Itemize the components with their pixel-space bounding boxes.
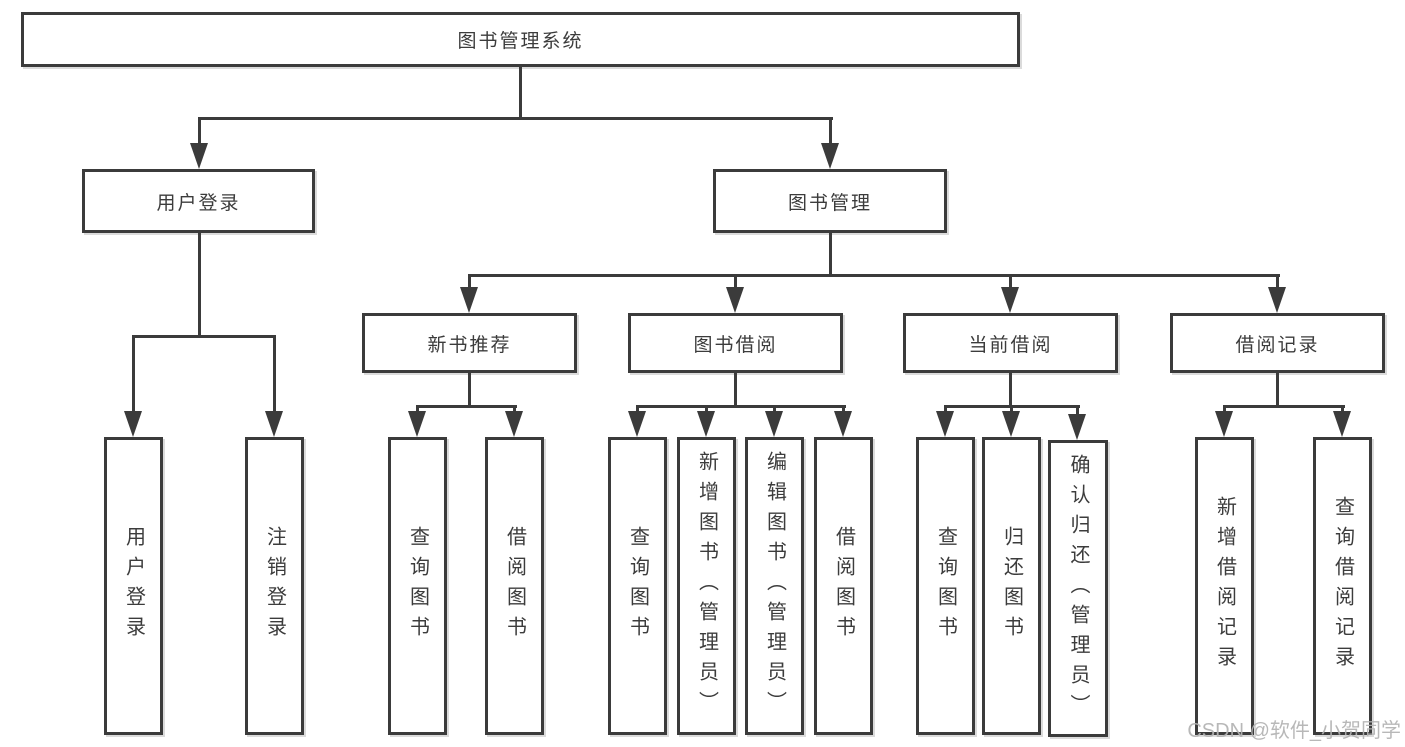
leaf-query-borrow-record-label: 查询借阅记录 bbox=[1331, 496, 1354, 676]
leaf-return-books-label: 归还图书 bbox=[1000, 526, 1023, 646]
connector-br-trunk bbox=[1276, 373, 1279, 405]
connector-bb-horizontal bbox=[636, 405, 846, 408]
leaf-borrow-books-1-label: 借阅图书 bbox=[503, 526, 526, 646]
arrow-down-leaf-user-login bbox=[124, 411, 142, 437]
connector-cb-trunk bbox=[1009, 373, 1012, 405]
arrow-down-cb-1 bbox=[936, 411, 954, 437]
leaf-edit-book-admin: 编辑图书（管理员） bbox=[745, 437, 804, 735]
leaf-logout-label: 注销登录 bbox=[263, 526, 286, 646]
arrow-down-borrowing-records bbox=[1268, 287, 1286, 313]
arrow-down-nbr-2 bbox=[505, 411, 523, 437]
node-library-management-system: 图书管理系统 bbox=[21, 12, 1020, 67]
connector-drop-leaf-user-login bbox=[132, 335, 135, 413]
leaf-add-book-admin: 新增图书（管理员） bbox=[677, 437, 736, 735]
leaf-add-borrow-record-label: 新增借阅记录 bbox=[1213, 496, 1236, 676]
connector-drop-bb-4 bbox=[842, 405, 845, 415]
node-current-borrowing-label: 当前借阅 bbox=[968, 334, 1053, 356]
node-book-borrowing: 图书借阅 bbox=[628, 313, 843, 373]
connector-drop-cb-1 bbox=[944, 405, 947, 415]
arrow-down-bb-4 bbox=[834, 411, 852, 437]
leaf-logout: 注销登录 bbox=[245, 437, 304, 735]
arrow-down-bb-3 bbox=[765, 411, 783, 437]
leaf-return-books: 归还图书 bbox=[982, 437, 1041, 735]
leaf-borrow-books-1: 借阅图书 bbox=[485, 437, 544, 735]
connector-root-horizontal bbox=[198, 117, 833, 120]
leaf-borrow-books-2-label: 借阅图书 bbox=[832, 526, 855, 646]
leaf-add-borrow-record: 新增借阅记录 bbox=[1195, 437, 1254, 735]
arrow-down-br-2 bbox=[1333, 411, 1351, 437]
connector-drop-nbr-1 bbox=[416, 405, 419, 415]
arrow-down-user-login bbox=[190, 143, 208, 169]
connector-root-trunk bbox=[519, 67, 522, 117]
arrow-down-cb-3 bbox=[1068, 414, 1086, 440]
connector-drop-bb-3 bbox=[773, 405, 776, 415]
leaf-confirm-return-admin: 确认归还（管理员） bbox=[1048, 440, 1108, 737]
leaf-add-book-admin-label: 新增图书（管理员） bbox=[695, 451, 718, 721]
connector-drop-nbr-2 bbox=[513, 405, 516, 415]
connector-bb-trunk bbox=[734, 373, 737, 405]
node-book-management: 图书管理 bbox=[713, 169, 947, 233]
leaf-query-books-1-label: 查询图书 bbox=[406, 526, 429, 646]
connector-nbr-trunk bbox=[468, 373, 471, 405]
leaf-query-books-2-label: 查询图书 bbox=[626, 526, 649, 646]
connector-user-login-horizontal bbox=[132, 335, 276, 338]
connector-drop-book-borrowing bbox=[734, 274, 737, 289]
leaf-query-books-3-label: 查询图书 bbox=[934, 526, 957, 646]
connector-drop-book-management bbox=[829, 117, 832, 145]
arrow-down-leaf-logout bbox=[265, 411, 283, 437]
csdn-watermark: CSDN @软件_小贺同学 bbox=[1187, 720, 1401, 742]
leaf-query-books-2: 查询图书 bbox=[608, 437, 667, 735]
connector-drop-cb-2 bbox=[1010, 405, 1013, 415]
arrow-down-new-book-recommendation bbox=[460, 287, 478, 313]
connector-drop-br-2 bbox=[1341, 405, 1344, 415]
arrow-down-nbr-1 bbox=[408, 411, 426, 437]
connector-book-management-horizontal bbox=[468, 274, 1280, 277]
node-new-book-recommendation-label: 新书推荐 bbox=[427, 334, 512, 356]
leaf-user-login-label: 用户登录 bbox=[122, 526, 145, 646]
node-current-borrowing: 当前借阅 bbox=[903, 313, 1118, 373]
connector-drop-bb-1 bbox=[636, 405, 639, 415]
node-new-book-recommendation: 新书推荐 bbox=[362, 313, 577, 373]
arrow-down-bb-2 bbox=[697, 411, 715, 437]
node-book-management-label: 图书管理 bbox=[787, 192, 872, 214]
arrow-down-book-borrowing bbox=[726, 287, 744, 313]
connector-drop-br-1 bbox=[1223, 405, 1226, 415]
leaf-user-login: 用户登录 bbox=[104, 437, 163, 735]
node-book-borrowing-label: 图书借阅 bbox=[693, 334, 778, 356]
leaf-query-books-1: 查询图书 bbox=[388, 437, 447, 735]
connector-user-login-trunk bbox=[198, 233, 201, 335]
leaf-confirm-return-admin-label: 确认归还（管理员） bbox=[1067, 453, 1089, 724]
arrow-down-book-management bbox=[821, 143, 839, 169]
leaf-query-borrow-record: 查询借阅记录 bbox=[1313, 437, 1372, 735]
arrow-down-current-borrowing bbox=[1001, 287, 1019, 313]
node-borrowing-records: 借阅记录 bbox=[1170, 313, 1385, 373]
arrow-down-cb-2 bbox=[1002, 411, 1020, 437]
connector-drop-new-book-recommendation bbox=[468, 274, 471, 289]
leaf-borrow-books-2: 借阅图书 bbox=[814, 437, 873, 735]
arrow-down-bb-1 bbox=[628, 411, 646, 437]
connector-drop-user-login bbox=[198, 117, 201, 145]
connector-nbr-horizontal bbox=[416, 405, 517, 408]
leaf-query-books-3: 查询图书 bbox=[916, 437, 975, 735]
connector-br-horizontal bbox=[1223, 405, 1345, 408]
node-user-login-label: 用户登录 bbox=[156, 192, 241, 214]
connector-drop-cb-3 bbox=[1076, 405, 1079, 417]
arrow-down-br-1 bbox=[1215, 411, 1233, 437]
connector-drop-borrowing-records bbox=[1276, 274, 1279, 289]
node-user-login: 用户登录 bbox=[82, 169, 315, 233]
node-borrowing-records-label: 借阅记录 bbox=[1235, 334, 1320, 356]
node-library-management-system-label: 图书管理系统 bbox=[457, 31, 584, 52]
connector-drop-current-borrowing bbox=[1009, 274, 1012, 289]
leaf-edit-book-admin-label: 编辑图书（管理员） bbox=[763, 451, 786, 721]
connector-drop-bb-2 bbox=[705, 405, 708, 415]
connector-drop-leaf-logout bbox=[273, 335, 276, 413]
connector-book-management-trunk bbox=[829, 233, 832, 274]
